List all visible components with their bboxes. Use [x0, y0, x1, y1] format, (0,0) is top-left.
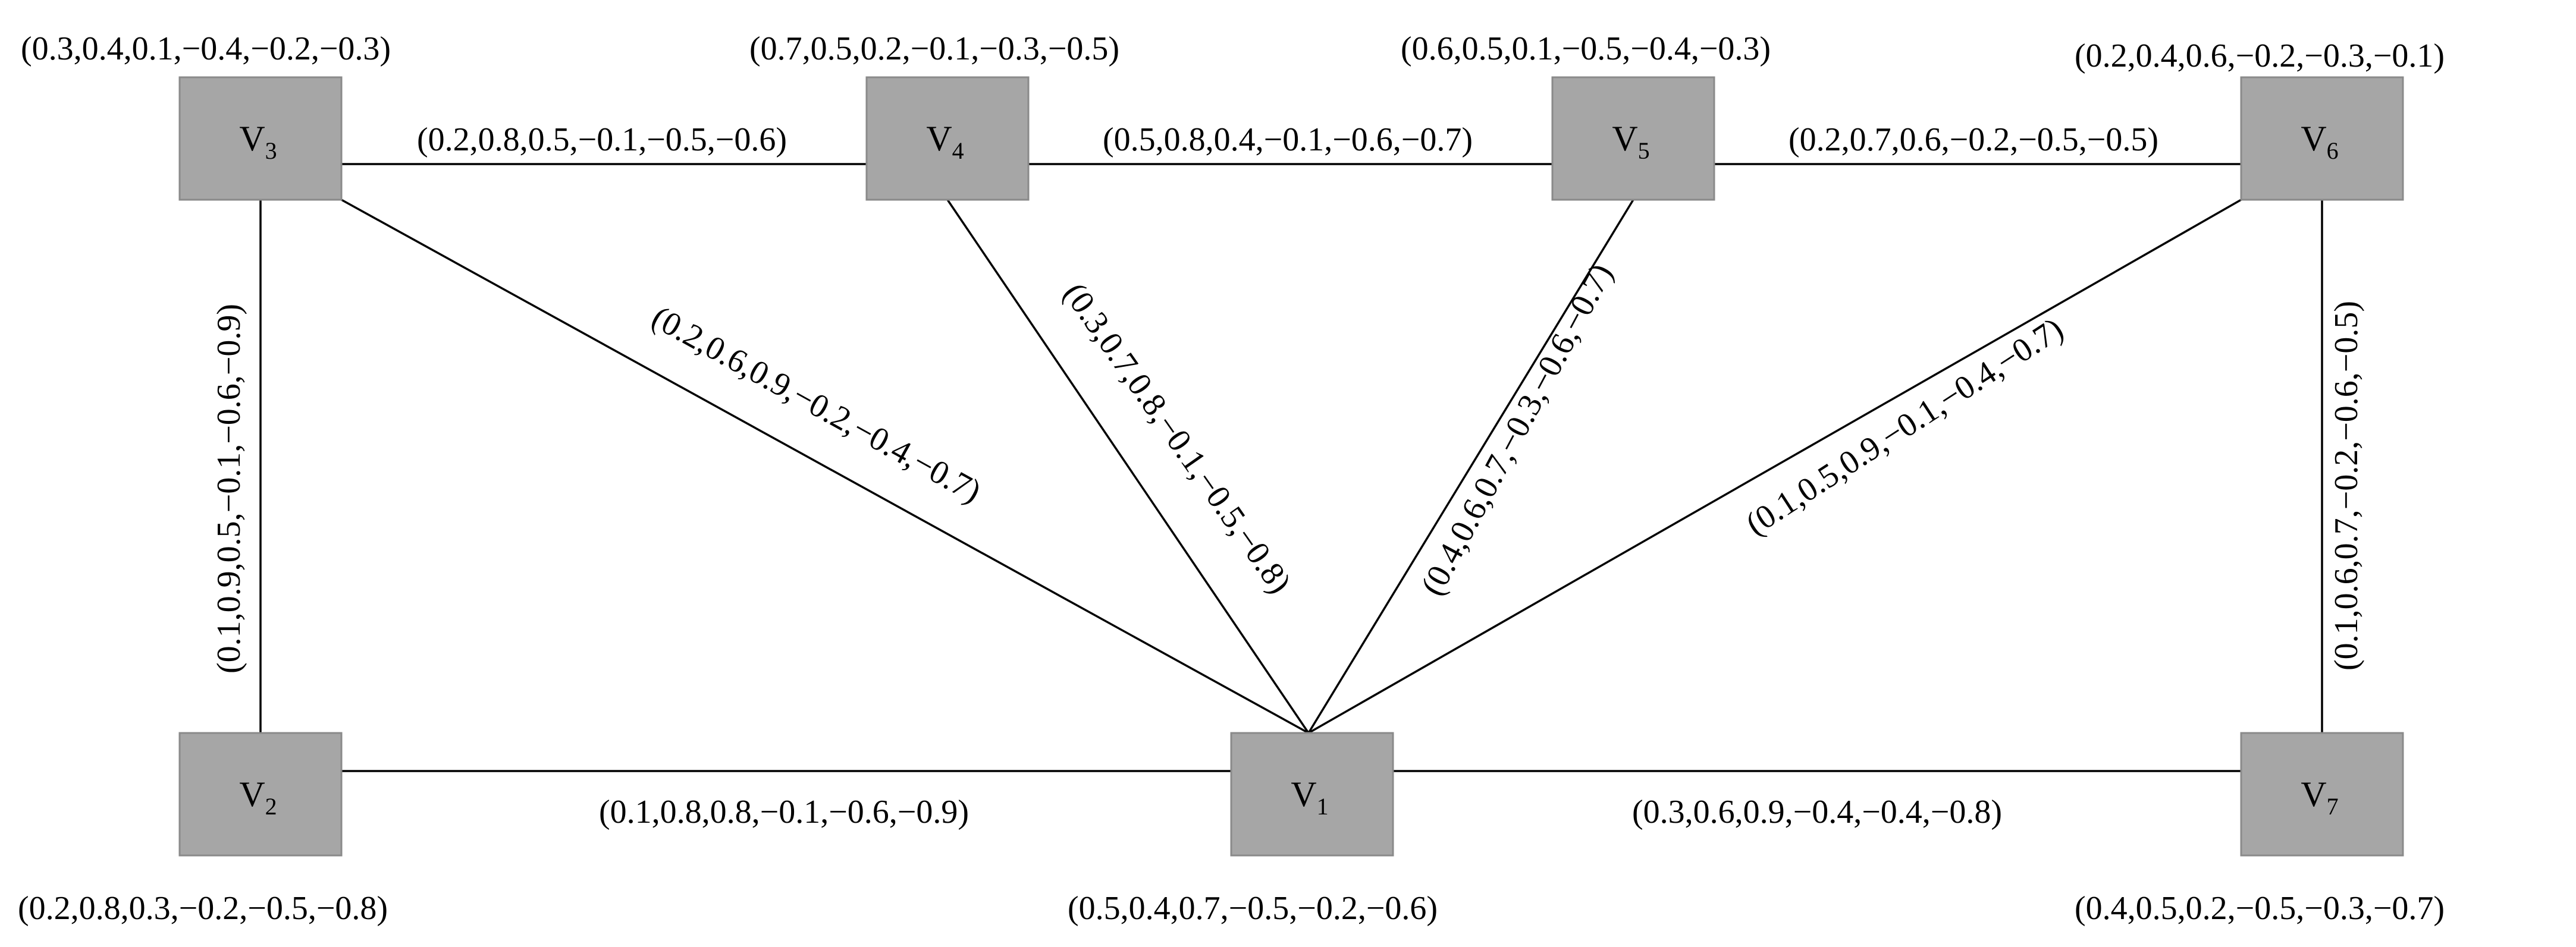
- vertex-value-label: (0.3,0.4,0.1,−0.4,−0.2,−0.3): [21, 30, 391, 67]
- edge-v3-v1: [341, 199, 1309, 734]
- edge-value-label-v6-v7: (0.1,0.6,0.7,−0.2,−0.6,−0.5): [2328, 301, 2365, 671]
- vertex-v4: V4 (0.7,0.5,0.2,−0.1,−0.3,−0.5): [749, 30, 1119, 201]
- vertex-name: V1: [1291, 775, 1328, 820]
- edge-value-label-v3-v4: (0.2,0.8,0.5,−0.1,−0.5,−0.6): [417, 121, 787, 158]
- vertex-subscript: 4: [952, 137, 964, 164]
- vertex-subscript: 1: [1317, 793, 1329, 820]
- vertex-letter: V: [926, 119, 952, 158]
- vertices: V1(0.5,0.4,0.7,−0.5,−0.2,−0.6)V2(0.2,0.8…: [18, 30, 2445, 927]
- vertex-letter: V: [2301, 119, 2326, 158]
- vertex-box: [178, 76, 343, 201]
- vertex-subscript: 5: [1638, 137, 1650, 164]
- vertex-v5: V5 (0.6,0.5,0.1,−0.5,−0.4,−0.3): [1401, 30, 1771, 201]
- vertex-value-label: (0.6,0.5,0.1,−0.5,−0.4,−0.3): [1401, 30, 1771, 67]
- edge-v5-v1: [1307, 199, 1634, 734]
- vertex-box: [2240, 732, 2404, 857]
- vertex-name: V4: [926, 119, 964, 164]
- vertex-v7: V7 (0.4,0.5,0.2,−0.5,−0.3,−0.7): [2075, 732, 2445, 927]
- vertex-subscript: 2: [265, 793, 277, 820]
- edge-v4-v1: [946, 199, 1310, 734]
- edge-value-label-v5-v6: (0.2,0.7,0.6,−0.2,−0.5,−0.5): [1789, 121, 2158, 158]
- vertex-box: [1551, 76, 1715, 201]
- vertex-box: [1230, 732, 1394, 857]
- edge-v6-v1: [1308, 199, 2242, 734]
- edge-value-label-v4-v1: (0.3,0.7,0.8,−0.1,−0.5,−0.8): [1056, 276, 1298, 600]
- vertex-box: [178, 732, 343, 857]
- edge-value-label-v6-v1: (0.1,0.5,0.9,−0.1,−0.4,−0.7): [1739, 310, 2069, 543]
- vertex-letter: V: [239, 775, 265, 814]
- vertex-subscript: 3: [265, 137, 277, 164]
- edge-value-label-v1-v7: (0.3,0.6,0.9,−0.4,−0.4,−0.8): [1632, 794, 2002, 830]
- vertex-value-label: (0.2,0.8,0.3,−0.2,−0.5,−0.8): [18, 890, 388, 927]
- vertex-name: V6: [2301, 119, 2338, 164]
- vertex-letter: V: [1291, 775, 1316, 814]
- edge-value-label-v5-v1: (0.4,0.6,0.7,−0.3,−0.6,−0.7): [1414, 257, 1620, 601]
- vertex-v2: V2 (0.2,0.8,0.3,−0.2,−0.5,−0.8): [18, 732, 388, 927]
- vertex-v1: V1 (0.5,0.4,0.7,−0.5,−0.2,−0.6): [1068, 732, 1438, 927]
- edge-value-label-v3-v1: (0.2,0.6,0.9,−0.2,−0.4,−0.7): [645, 299, 987, 511]
- edge-labels: (0.2,0.8,0.5,−0.1,−0.5,−0.6) (0.5,0.8,0.4…: [211, 121, 2365, 830]
- vertex-name: V7: [2301, 775, 2338, 820]
- edge-value-label-v2-v1: (0.1,0.8,0.8,−0.1,−0.6,−0.9): [599, 794, 969, 830]
- vertex-box: [865, 76, 1030, 201]
- vertex-value-label: (0.2,0.4,0.6,−0.2,−0.3,−0.1): [2075, 37, 2445, 74]
- vertex-subscript: 6: [2327, 137, 2339, 164]
- vertex-letter: V: [1612, 119, 1637, 158]
- vertex-v3: V3 (0.3,0.4,0.1,−0.4,−0.2,−0.3): [21, 30, 391, 201]
- vertex-letter: V: [239, 119, 265, 158]
- edge-value-label-v3-v2: (0.1,0.9,0.5,−0.1,−0.6,−0.9): [211, 304, 247, 674]
- edges: [259, 163, 2323, 772]
- vertex-subscript: 7: [2327, 793, 2339, 820]
- vertex-name: V5: [1612, 119, 1649, 164]
- edge-value-label-v4-v5: (0.5,0.8,0.4,−0.1,−0.6,−0.7): [1103, 121, 1473, 158]
- vertex-value-label: (0.5,0.4,0.7,−0.5,−0.2,−0.6): [1068, 890, 1438, 927]
- vertex-name: V3: [239, 119, 277, 164]
- vertex-letter: V: [2301, 775, 2326, 814]
- vertex-box: [2240, 76, 2404, 201]
- vertex-value-label: (0.7,0.5,0.2,−0.1,−0.3,−0.5): [749, 30, 1119, 67]
- vertex-name: V2: [239, 775, 277, 820]
- vertex-value-label: (0.4,0.5,0.2,−0.5,−0.3,−0.7): [2075, 890, 2445, 927]
- vertex-v6: V6 (0.2,0.4,0.6,−0.2,−0.3,−0.1): [2075, 37, 2445, 201]
